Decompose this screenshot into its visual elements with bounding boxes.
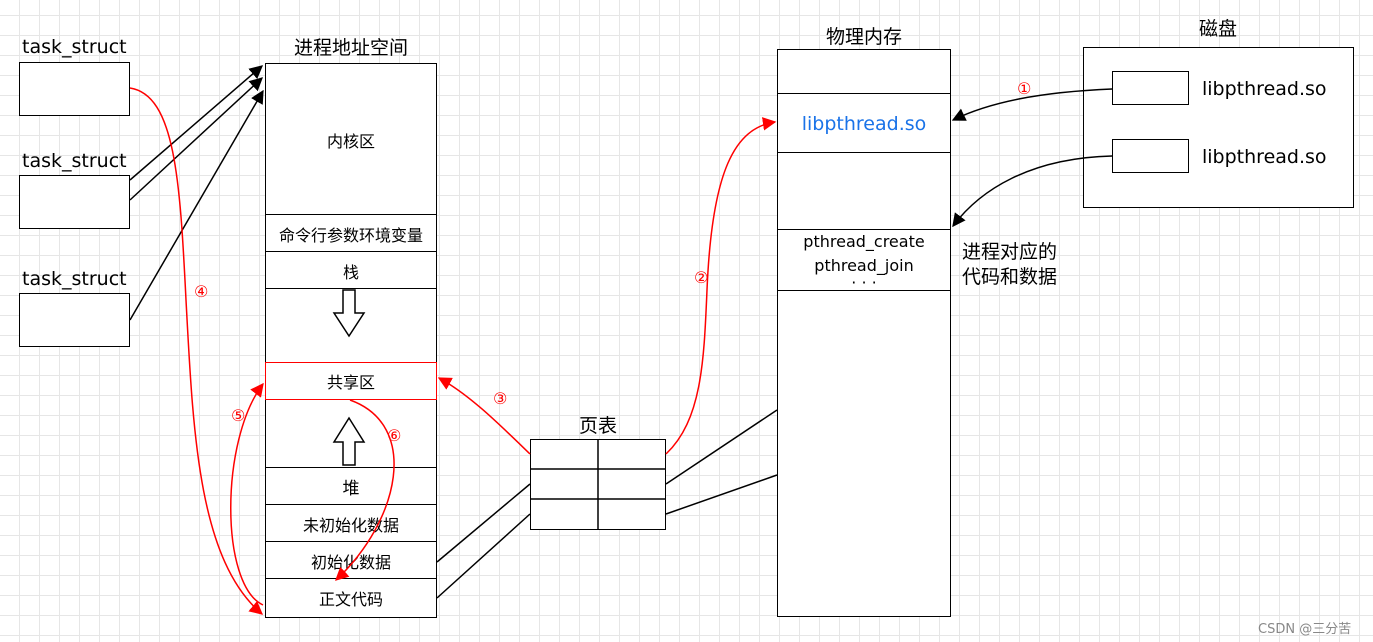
disk-file-box-1 — [1112, 71, 1189, 105]
step-label-1: ① — [1017, 79, 1031, 98]
address-space: 内核区 命令行参数环境变量 栈 堆 未初始化数据 初始化数据 正文代码 — [265, 63, 437, 618]
flow-step-3 — [437, 377, 531, 455]
segment-data-label: 初始化数据 — [310, 552, 391, 572]
step-label-2: ② — [694, 268, 708, 287]
task-arrow-3 — [129, 89, 264, 321]
memory-side-label-line-2: 代码和数据 — [962, 266, 1058, 288]
memory-rest — [778, 290, 950, 291]
memory-code-line-2: pthread_join — [814, 256, 914, 275]
flow-step-4 — [129, 87, 264, 615]
disk-load-arrows — [951, 88, 1113, 228]
task-struct-label-1: task_struct — [22, 36, 127, 58]
mapping-lines — [436, 409, 778, 599]
disk-file-label-1: libpthread.so — [1202, 78, 1327, 100]
step-label-6: ⑥ — [387, 426, 401, 445]
page-table-grid — [530, 439, 666, 530]
segment-heap-label: 堆 — [342, 479, 360, 499]
physical-memory: libpthread.so pthread_create pthread_joi… — [777, 49, 951, 617]
memory-empty-block — [778, 152, 950, 230]
task-arrow-1 — [129, 65, 264, 181]
task-arrow-2 — [129, 77, 263, 201]
segment-stack-label: 栈 — [342, 262, 359, 282]
map-line-pagetable-row3-to-memory — [665, 474, 778, 515]
step-label-4: ④ — [194, 282, 208, 301]
step-label-3: ③ — [493, 389, 507, 408]
segment-data: 初始化数据 — [266, 541, 436, 579]
physical-memory-title: 物理内存 — [825, 26, 902, 48]
disk-to-memory-arrow-2 — [952, 155, 1113, 228]
memory-lib-label: libpthread.so — [801, 112, 927, 135]
memory-code-line-1: pthread_create — [803, 232, 925, 251]
task-struct-box-1 — [19, 62, 130, 116]
map-line-pagetable-row2-to-memory — [665, 409, 778, 485]
task-struct-box-3 — [19, 293, 130, 347]
page-table-title: 页表 — [578, 415, 617, 437]
map-line-data-to-pagetable — [436, 483, 531, 563]
segment-cmdline-env-label: 命令行参数环境变量 — [278, 225, 423, 245]
memory-code-line-3: · · · — [851, 273, 877, 292]
segment-kernel-label: 内核区 — [326, 131, 375, 151]
disk-file-label-2: libpthread.so — [1202, 146, 1327, 168]
heap-growth-arrow — [332, 416, 366, 466]
address-space-title: 进程地址空间 — [293, 37, 408, 59]
disk-title: 磁盘 — [1198, 18, 1237, 40]
segment-heap: 堆 — [266, 467, 436, 505]
task-struct-label-3: task_struct — [22, 268, 127, 290]
watermark: CSDN @三分苦 — [1258, 622, 1352, 637]
flow-step-5 — [230, 382, 264, 606]
disk-file-box-2 — [1112, 139, 1189, 173]
task-struct-label-2: task_struct — [22, 150, 127, 172]
stack-growth-arrow — [332, 289, 366, 338]
segment-cmdline-env: 命令行参数环境变量 — [266, 214, 436, 252]
map-line-text-to-pagetable — [436, 513, 531, 599]
disk-to-memory-arrow-1 — [951, 88, 1113, 121]
segment-stack-gap — [266, 288, 436, 362]
step-label-5: ⑤ — [231, 406, 245, 425]
segment-shared: 共享区 — [265, 362, 437, 400]
flow-step-2 — [665, 117, 777, 455]
flow-step-6 — [335, 399, 395, 581]
segment-text-label: 正文代码 — [318, 590, 383, 609]
red-flows — [129, 87, 777, 615]
segment-shared-label: 共享区 — [326, 373, 375, 392]
memory-code-block: pthread_create pthread_join · · · — [778, 229, 950, 291]
memory-lib-block: libpthread.so — [778, 93, 950, 153]
task-struct-arrows — [129, 65, 264, 321]
task-struct-box-2 — [19, 175, 130, 229]
memory-side-label-line-1: 进程对应的 — [962, 241, 1058, 263]
segment-stack: 栈 — [266, 251, 436, 289]
segment-text: 正文代码 — [266, 578, 436, 617]
segment-kernel: 内核区 — [266, 64, 436, 215]
